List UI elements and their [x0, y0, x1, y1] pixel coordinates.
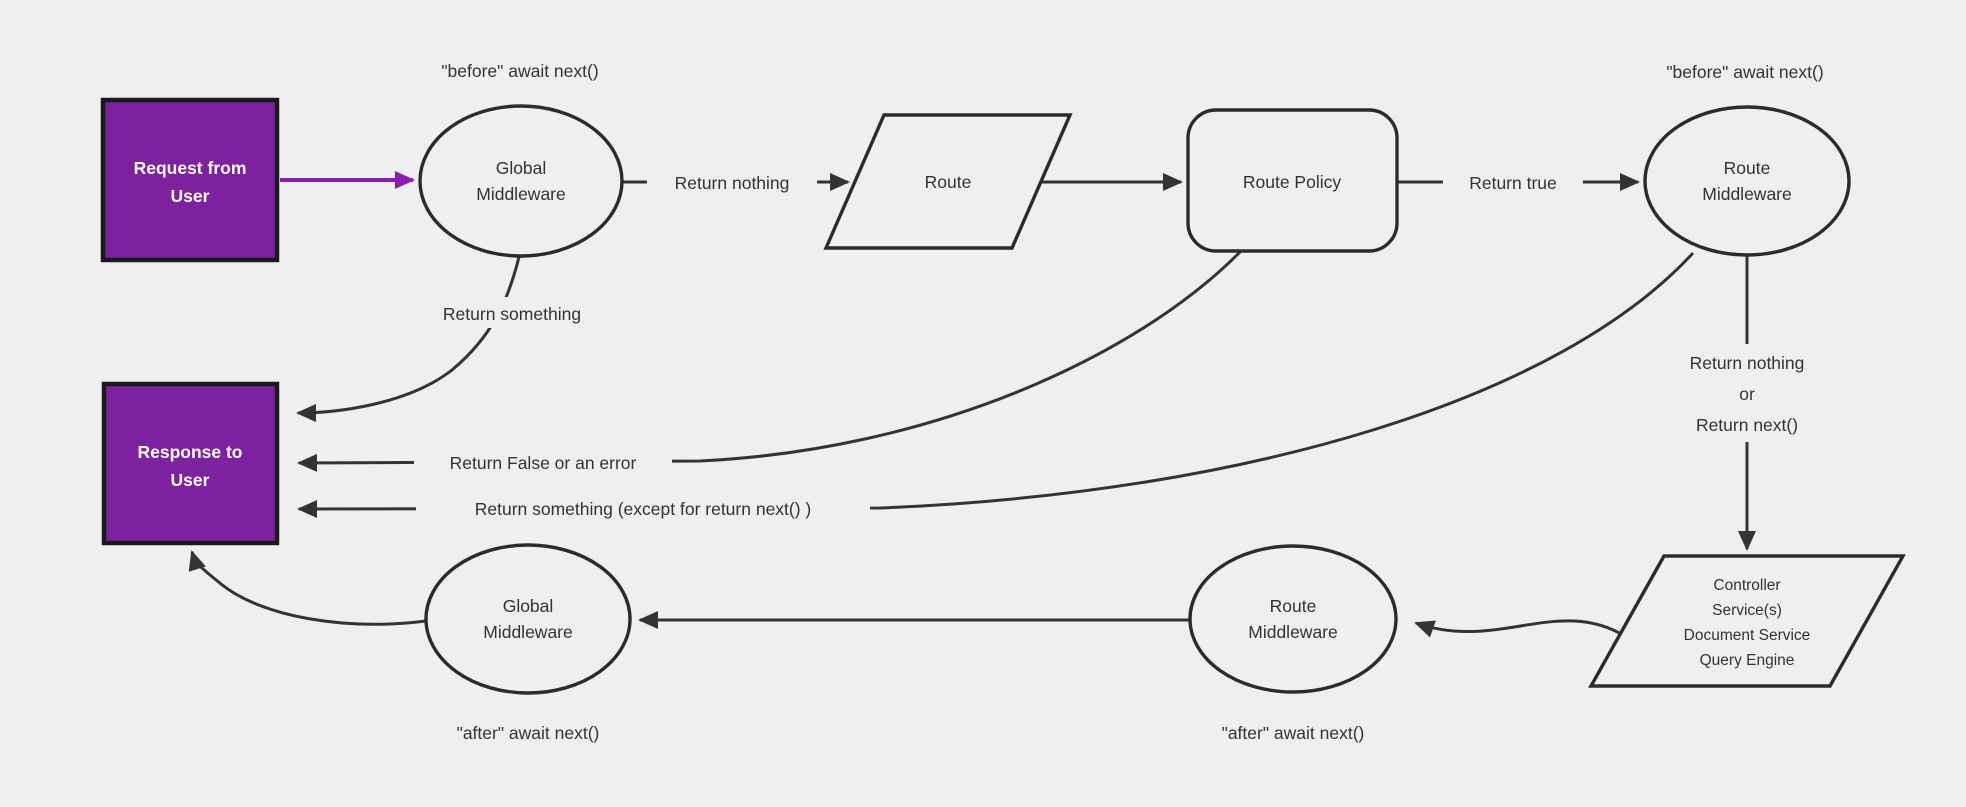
controller-services-parallelogram	[1588, 554, 1906, 688]
route-middleware-before-ellipse	[1643, 105, 1851, 257]
svg-text:Service(s): Service(s)	[1712, 602, 1782, 619]
svg-text:Middleware: Middleware	[476, 184, 565, 204]
svg-text:Return something (except for r: Return something (except for return next…	[475, 499, 812, 519]
edge-route-policy-to-response	[297, 250, 1242, 472]
svg-text:Request from: Request from	[134, 158, 247, 178]
edge-controller-to-route-middleware-after	[1414, 619, 1629, 640]
svg-text:Middleware: Middleware	[1248, 622, 1337, 642]
label-background	[414, 446, 672, 477]
node-route-policy: Route Policy	[1186, 108, 1399, 253]
edge-label-return-true: Return true	[1443, 166, 1583, 197]
svg-text:User: User	[171, 470, 210, 490]
route-policy-box	[1186, 108, 1399, 253]
label-background	[1443, 166, 1583, 197]
edge-label-return-something: Return something	[418, 297, 606, 328]
global-middleware-after-ellipse	[424, 543, 632, 695]
node-route: Route	[823, 113, 1073, 250]
svg-text:Document Service: Document Service	[1684, 627, 1811, 644]
node-global-middleware-before: Global Middleware	[418, 104, 624, 258]
response-to-user-box	[101, 381, 280, 546]
edge-label-return-nothing-or-next: Return nothing or Return next()	[1650, 344, 1844, 442]
svg-text:Response to: Response to	[137, 442, 242, 462]
svg-text:Route: Route	[1724, 158, 1771, 178]
node-global-middleware-after: Global Middleware	[424, 543, 632, 695]
node-request-from-user: Request from User	[100, 97, 280, 263]
node-route-middleware-after: Route Middleware	[1188, 544, 1398, 694]
edge-label-return-false-or-error: Return False or an error	[414, 446, 672, 477]
svg-text:Middleware: Middleware	[1702, 184, 1791, 204]
label-background	[647, 166, 817, 197]
svg-text:Route: Route	[925, 172, 972, 192]
svg-text:or: or	[1739, 384, 1755, 404]
svg-text:Middleware: Middleware	[483, 622, 572, 642]
svg-text:Controller: Controller	[1713, 577, 1780, 594]
svg-text:Return nothing: Return nothing	[1690, 353, 1805, 373]
svg-text:Route Policy: Route Policy	[1243, 172, 1341, 192]
edge-global-middleware-after-to-response	[188, 550, 427, 626]
node-response-to-user: Response to User	[101, 381, 280, 546]
edge-label-return-something-except: Return something (except for return next…	[416, 492, 870, 523]
svg-text:Return next(): Return next()	[1696, 415, 1798, 435]
label-background	[418, 297, 606, 328]
label-background	[416, 492, 870, 523]
request-from-user-box	[100, 97, 280, 263]
global-middleware-before-ellipse	[418, 104, 624, 258]
svg-text:Return nothing: Return nothing	[675, 173, 790, 193]
annotation-after-global-middleware: "after" await next()	[457, 723, 600, 743]
svg-text:Return False or an error: Return False or an error	[450, 453, 637, 473]
svg-text:Return something: Return something	[443, 304, 581, 324]
route-parallelogram	[823, 113, 1073, 250]
annotation-after-route-middleware: "after" await next()	[1222, 723, 1365, 743]
svg-text:Route: Route	[1270, 596, 1317, 616]
svg-text:User: User	[171, 186, 210, 206]
edge-route-middleware-to-response	[297, 251, 1695, 518]
edge-label-return-nothing: Return nothing	[647, 166, 817, 197]
label-background	[1650, 344, 1844, 442]
svg-text:Global: Global	[503, 596, 554, 616]
annotation-before-route-middleware: "before" await next()	[1666, 62, 1823, 82]
svg-text:Query Engine: Query Engine	[1700, 652, 1795, 669]
node-route-middleware-before: Route Middleware	[1643, 105, 1851, 257]
edge-global-middleware-to-response	[296, 256, 521, 422]
svg-text:Return true: Return true	[1469, 173, 1557, 193]
annotation-before-global-middleware: "before" await next()	[441, 61, 598, 81]
route-middleware-after-ellipse	[1188, 544, 1398, 694]
node-controller-services: Controller Service(s) Document Service Q…	[1588, 554, 1906, 688]
svg-text:Global: Global	[496, 158, 547, 178]
